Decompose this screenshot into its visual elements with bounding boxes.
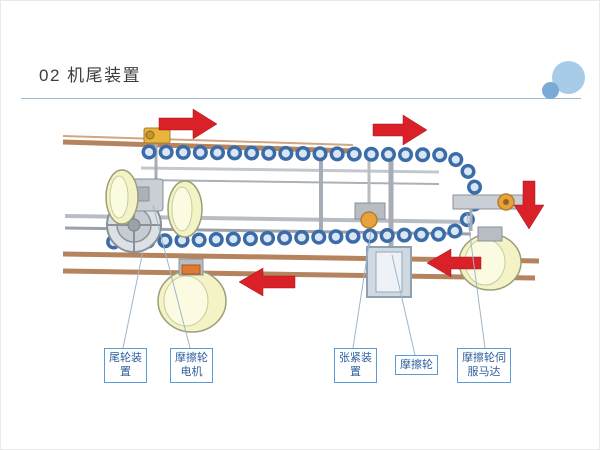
support-rollers — [105, 169, 522, 333]
tail-wheel-hub — [127, 218, 141, 232]
leader-friction-wheel — [391, 254, 416, 356]
flow-arrows — [158, 108, 545, 297]
callout-tension-device: 张紧装 置 — [334, 348, 377, 383]
callout-friction-wheel-servo-motor: 摩擦轮伺 服马达 — [457, 348, 511, 383]
flow-arrow-right-down — [513, 180, 545, 230]
flow-arrow-top-left-right — [158, 108, 218, 140]
leader-tail-wheel-device — [122, 250, 144, 349]
callout-friction-wheel: 摩擦轮 — [395, 355, 438, 376]
leader-tension-device — [352, 230, 372, 349]
leader-friction-wheel-motor — [152, 204, 191, 349]
tension-assembly — [354, 202, 412, 298]
callout-leader-lines — [122, 204, 486, 356]
flow-arrow-bottom-center-left — [238, 267, 296, 297]
roller-bottom-clamp — [181, 264, 201, 275]
servo-motor-assembly — [452, 193, 524, 231]
roller-front-left-face — [109, 175, 129, 219]
leader-friction-wheel-servo — [466, 212, 486, 349]
slide-title: 02 机尾装置 — [39, 66, 142, 85]
rail-bottom-copper-2 — [62, 268, 536, 281]
rail-top-copper-highlight — [62, 135, 354, 146]
chain-loop — [105, 144, 483, 250]
flow-arrow-bottom-right-left — [426, 248, 482, 278]
decor-circle-small — [542, 82, 559, 99]
roller-bottom-face — [163, 275, 209, 327]
callout-friction-wheel-motor: 摩擦轮 电机 — [170, 348, 213, 383]
flow-arrow-top-right-right — [372, 114, 428, 146]
tension-pulley — [360, 211, 378, 229]
tension-frame-slot — [375, 251, 403, 293]
frame-beam-1 — [140, 166, 440, 174]
roller-left-face — [171, 186, 193, 232]
chain-roller-fill — [109, 148, 480, 246]
servo-motor-shaft — [503, 199, 509, 205]
title-divider-line — [21, 98, 581, 99]
callout-tail-wheel-device: 尾轮装 置 — [104, 348, 147, 383]
roller-right-bracket — [477, 226, 503, 242]
motor-end-cap — [145, 130, 155, 140]
